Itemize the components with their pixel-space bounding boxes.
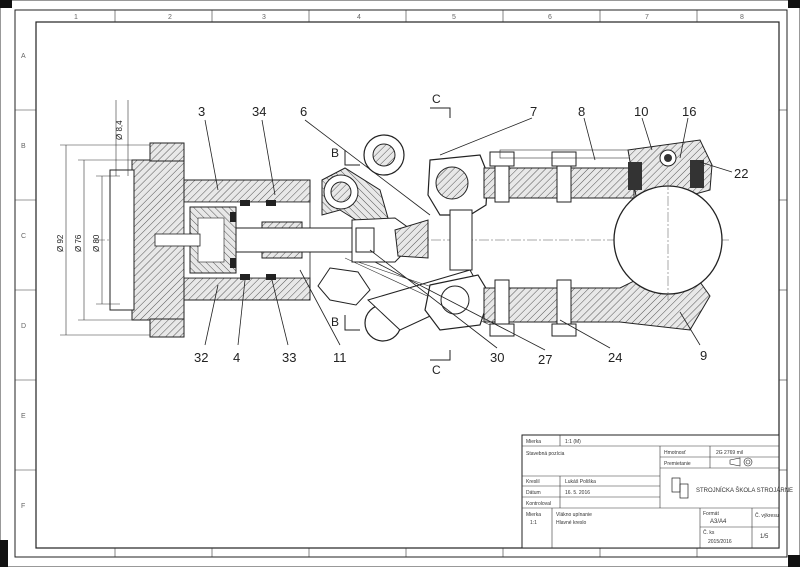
clamp-pad-left — [628, 162, 642, 190]
tb-drawing-number-value: 1/5 — [760, 534, 769, 540]
part-label-7: 7 — [530, 104, 537, 119]
upper-bolt-2 — [556, 165, 572, 203]
part-label-4: 4 — [233, 350, 240, 365]
clamp-pad-right — [690, 160, 704, 188]
tb-projection-label: Premietanie — [664, 461, 691, 467]
seal-top-2 — [266, 200, 276, 206]
section-b-top: B — [331, 146, 339, 160]
jaw-upper-pin — [435, 166, 469, 200]
dim-d80: Ø 80 — [92, 234, 101, 252]
zone-col-4: 4 — [357, 14, 361, 21]
tb-drawing-name-1: Vlákno upínanie — [556, 512, 592, 518]
zone-col-5: 5 — [452, 14, 456, 21]
rod-clevis — [394, 219, 429, 259]
tb-scale2-label: Mierka — [526, 512, 541, 518]
tb-drawing-number-label: Č. výkresu — [755, 512, 779, 519]
rod-end-nut — [355, 227, 375, 253]
part-label-10: 10 — [634, 104, 648, 119]
part-label-6: 6 — [300, 104, 307, 119]
corner-mark-tl — [0, 0, 12, 8]
gripper-arm-upper — [483, 139, 713, 203]
part-label-3: 3 — [198, 104, 205, 119]
title-block: Mierka 1:1 (M) Stavebná pozícia Hmotnosť… — [521, 434, 793, 549]
rear-pin — [154, 233, 201, 247]
seal-bottom-1 — [240, 274, 250, 280]
projection-symbol-icon — [729, 457, 753, 467]
dim-d76: Ø 76 — [74, 234, 83, 252]
tb-date-value: 16. 5. 2016 — [565, 490, 590, 496]
piston-rod — [235, 227, 357, 253]
lower-bolt-1 — [494, 279, 510, 325]
lower-cam — [317, 267, 371, 306]
part-label-8: 8 — [578, 104, 585, 119]
zone-col-8: 8 — [740, 14, 744, 21]
section-c-bottom: C — [432, 363, 441, 377]
tb-school-name: STROJNÍCKA ŠKOLA STROJÁRNE — [696, 487, 793, 494]
zone-row-e: E — [21, 413, 26, 420]
tb-count-label: Č. ks — [703, 529, 715, 536]
zone-col-7: 7 — [645, 14, 649, 21]
zone-col-2: 2 — [168, 14, 172, 21]
flange-top-lug — [149, 142, 185, 162]
tb-drawn-label: Kreslil — [526, 479, 540, 485]
part-label-9: 9 — [700, 348, 707, 363]
zone-row-b: B — [21, 143, 26, 150]
upper-bolt-1 — [494, 165, 510, 203]
lower-bolt-2 — [556, 279, 572, 325]
zone-row-f: F — [21, 503, 25, 510]
part-label-33: 33 — [282, 350, 296, 365]
part-label-24: 24 — [608, 350, 622, 365]
tb-date-label: Dátum — [526, 490, 541, 496]
zone-col-1: 1 — [74, 14, 78, 21]
zone-row-a: A — [21, 53, 26, 60]
tb-scale-value: 1:1 (M) — [565, 439, 581, 445]
zone-col-3: 3 — [262, 14, 266, 21]
part-label-16: 16 — [682, 104, 696, 119]
pin-upper — [372, 143, 396, 167]
tb-format-label: Formát — [703, 511, 719, 517]
section-c-top: C — [432, 92, 441, 106]
tb-position: Stavebná pozícia — [526, 451, 565, 457]
tb-count-value: 2015/2016 — [708, 539, 732, 545]
corner-mark-tr — [788, 0, 800, 8]
tb-weight-value: 2G 2769 mil — [716, 450, 743, 456]
zone-col-6: 6 — [548, 14, 552, 21]
cylinder-wall-bottom — [183, 277, 311, 301]
section-b-bottom: B — [331, 315, 339, 329]
corner-mark-br — [788, 555, 800, 567]
tb-drawing-name-2: Hlavné kreslo — [556, 520, 587, 526]
corner-mark-bl — [0, 540, 8, 567]
part-label-22: 22 — [734, 166, 748, 181]
tb-checked-label: Kontroloval — [526, 501, 551, 507]
school-logo-icon — [671, 477, 689, 499]
tb-format-value: A3/A4 — [710, 519, 727, 525]
dimensions: Ø 8,4 Ø 92 Ø 76 Ø 80 — [56, 100, 150, 336]
seal-bottom-2 — [266, 274, 276, 280]
dim-d92: Ø 92 — [56, 234, 65, 252]
leader-lines — [204, 117, 733, 351]
tb-weight-label: Hmotnosť — [664, 450, 686, 456]
tb-drawn-value: Lukáš Poliška — [565, 479, 596, 485]
cylinder-wall-top — [183, 179, 311, 203]
seal-top-1 — [240, 200, 250, 206]
part-label-32: 32 — [194, 350, 208, 365]
part-label-34: 34 — [252, 104, 266, 119]
part-label-27: 27 — [538, 352, 552, 367]
part-label-11: 11 — [333, 350, 347, 365]
flange-bottom-lug — [149, 318, 185, 338]
dim-d84: Ø 8,4 — [115, 120, 124, 140]
zone-row-c: C — [21, 233, 26, 240]
zone-row-d: D — [21, 323, 26, 330]
lever-mechanism — [317, 134, 501, 342]
part-label-30: 30 — [490, 350, 504, 365]
tb-scale2-value: 1:1 — [530, 520, 537, 526]
part-labels: 3 34 6 7 8 10 16 22 32 4 33 11 30 27 24 … — [194, 104, 748, 367]
section-marks: C C B B — [331, 92, 451, 377]
cylinder-assembly — [109, 142, 357, 338]
tb-scale-label: Mierka — [526, 439, 541, 445]
jaw-body — [424, 154, 491, 331]
